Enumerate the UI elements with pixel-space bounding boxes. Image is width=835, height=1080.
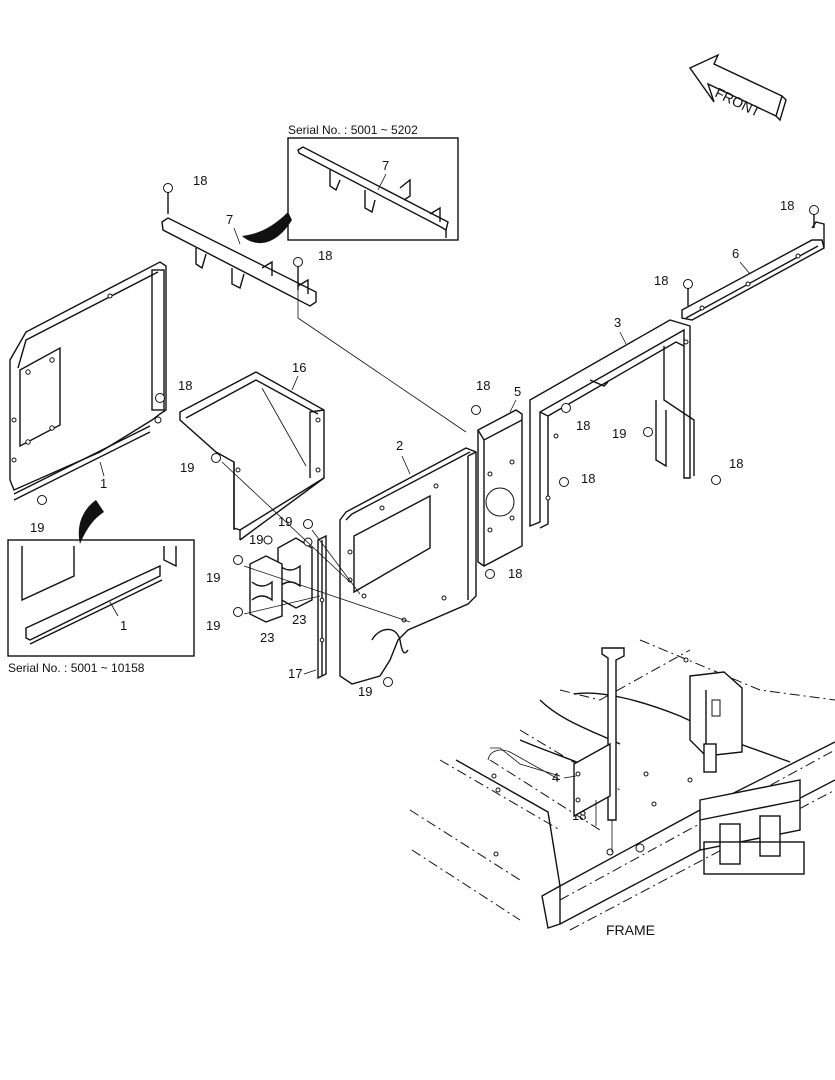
- part-16-duct-cover: 16: [179, 360, 325, 541]
- callout-18: 18: [729, 456, 743, 471]
- callout-4: 4: [552, 770, 559, 785]
- callout-5: 5: [514, 384, 521, 399]
- inset-pointer-top: [242, 212, 292, 244]
- inset-pointer-bottom: [78, 500, 104, 544]
- callout-18: 18: [476, 378, 490, 393]
- assembly-guide-lines: [221, 290, 467, 623]
- callout-7: 7: [226, 212, 233, 227]
- callout-17: 17: [288, 666, 302, 681]
- callout-1: 1: [100, 476, 107, 491]
- callout-23-right: 23: [292, 612, 306, 627]
- callout-18: 18: [576, 418, 590, 433]
- part-3-support-frame: 3: [529, 315, 695, 529]
- nut-19-set: [37, 427, 653, 687]
- callout-19: 19: [180, 460, 194, 475]
- inset-part-1-variant: Serial No. : 5001 ~ 10158 1: [7, 539, 195, 675]
- callout-19: 19: [249, 532, 263, 547]
- part-23-clamp-upper: 23: [277, 537, 313, 627]
- bolt-18: [559, 477, 569, 487]
- callout-18: 18: [318, 248, 332, 263]
- callout-19: 19: [358, 684, 372, 699]
- bolt-18: [809, 205, 819, 228]
- callout-19: 19: [30, 520, 44, 535]
- callout-1-inset: 1: [120, 618, 127, 633]
- serial-range-bottom: Serial No. : 5001 ~ 10158: [8, 661, 145, 675]
- callout-23-left: 23: [260, 630, 274, 645]
- vehicle-frame: 4 FRAME: [409, 639, 835, 938]
- part-23-clamp-lower: 23: [249, 555, 283, 645]
- callout-18: 18: [508, 566, 522, 581]
- bolt-18: [163, 183, 173, 214]
- bolt-18: [155, 393, 165, 403]
- bolt-18: [485, 569, 495, 579]
- callout-19: 19: [206, 570, 220, 585]
- callout-18: 18: [178, 378, 192, 393]
- serial-range-top: Serial No. : 5001 ~ 5202: [288, 123, 418, 137]
- callout-3: 3: [614, 315, 621, 330]
- inset-part-7-variant: Serial No. : 5001 ~ 5202 7: [287, 123, 459, 241]
- front-direction-arrow: FRONT: [688, 53, 787, 122]
- frame-label: FRAME: [606, 922, 655, 938]
- callout-18: 18: [654, 273, 668, 288]
- callout-18: 18: [193, 173, 207, 188]
- callout-7-inset: 7: [382, 158, 389, 173]
- callout-19: 19: [612, 426, 626, 441]
- part-17-strip: 17: [288, 534, 327, 681]
- bolt-18: [293, 257, 303, 290]
- part-7-bracket: 7: [161, 212, 317, 307]
- part-6-rail: 6: [681, 221, 825, 321]
- callout-16: 16: [292, 360, 306, 375]
- callout-18: 18: [780, 198, 794, 213]
- bolt-18: [561, 403, 571, 413]
- callout-18: 18: [581, 471, 595, 486]
- bolt-18: [683, 279, 693, 306]
- bolt-18: [711, 475, 721, 485]
- bolt-18: [471, 405, 481, 415]
- callout-6: 6: [732, 246, 739, 261]
- part-5-mounting-plate: 5: [477, 384, 523, 567]
- callout-2: 2: [396, 438, 403, 453]
- part-1-side-panel: 1: [9, 261, 167, 501]
- part-2-main-panel: 2: [339, 438, 477, 685]
- callout-19: 19: [206, 618, 220, 633]
